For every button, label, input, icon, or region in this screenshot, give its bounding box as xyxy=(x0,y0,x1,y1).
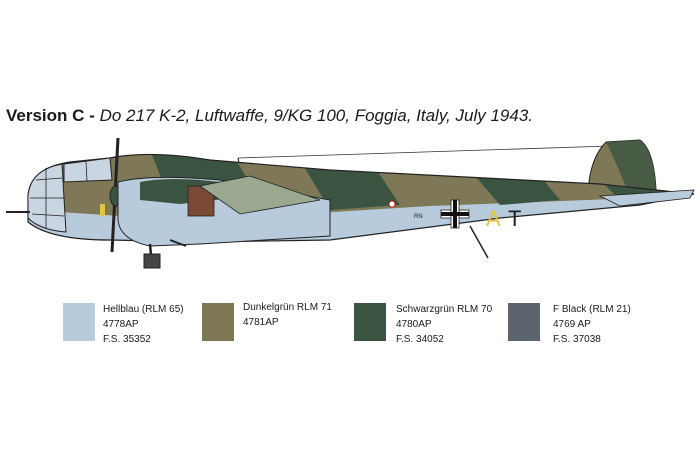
caption-separator: - xyxy=(89,106,95,125)
tail-antenna xyxy=(469,225,489,259)
ventral-gun xyxy=(169,239,187,247)
roundel-stencil xyxy=(388,200,396,208)
paint-name: Hellblau (RLM 65) xyxy=(103,304,184,315)
tail-fin-camo xyxy=(606,140,656,192)
paint-swatch-dunkelgruen xyxy=(202,303,234,341)
version-caption: Version C - Do 217 K-2, Luftwaffe, 9/KG … xyxy=(6,106,533,126)
wing-root xyxy=(199,175,321,215)
paint-name: F Black (RLM 21) xyxy=(553,304,631,315)
paint-code: 4769 AP xyxy=(553,319,591,330)
paint-entry-black: F Black (RLM 21) 4769 AP F.S. 37038 xyxy=(553,302,631,347)
balkenkreuz xyxy=(440,199,470,229)
antenna-wire xyxy=(237,145,611,159)
code-letter-t: T xyxy=(508,206,521,231)
fuselage-stencil: RN xyxy=(414,214,423,220)
paint-fs: F.S. 37038 xyxy=(553,334,601,345)
paint-entry-dunkelgruen: Dunkelgrün RLM 71 4781AP xyxy=(243,300,332,330)
paint-swatch-schwarzgruen xyxy=(354,303,386,341)
aircraft-side-profile: A T RN xyxy=(6,137,695,269)
cockpit-canopy xyxy=(63,157,113,183)
paint-fs: F.S. 35352 xyxy=(103,334,151,345)
paint-swatch-black xyxy=(508,303,540,341)
main-gear-wheel xyxy=(143,253,161,269)
paint-code: 4780AP xyxy=(396,319,432,330)
paint-fs: F.S. 34052 xyxy=(396,334,444,345)
code-letter-a: A xyxy=(486,206,501,231)
version-label: Version C xyxy=(6,106,85,125)
yellow-nose-mark xyxy=(100,204,105,216)
paint-swatch-hellblau xyxy=(63,303,95,341)
paint-code: 4778AP xyxy=(103,319,139,330)
paint-name: Dunkelgrün RLM 71 xyxy=(243,302,332,313)
paint-name: Schwarzgrün RLM 70 xyxy=(396,304,493,315)
aircraft-description: Do 217 K-2, Luftwaffe, 9/KG 100, Foggia,… xyxy=(99,106,533,125)
paint-entry-hellblau: Hellblau (RLM 65) 4778AP F.S. 35352 xyxy=(103,302,184,347)
horizontal-stabilizer xyxy=(598,189,695,207)
paint-code: 4781AP xyxy=(243,317,279,328)
paint-entry-schwarzgruen: Schwarzgrün RLM 70 4780AP F.S. 34052 xyxy=(396,302,492,347)
